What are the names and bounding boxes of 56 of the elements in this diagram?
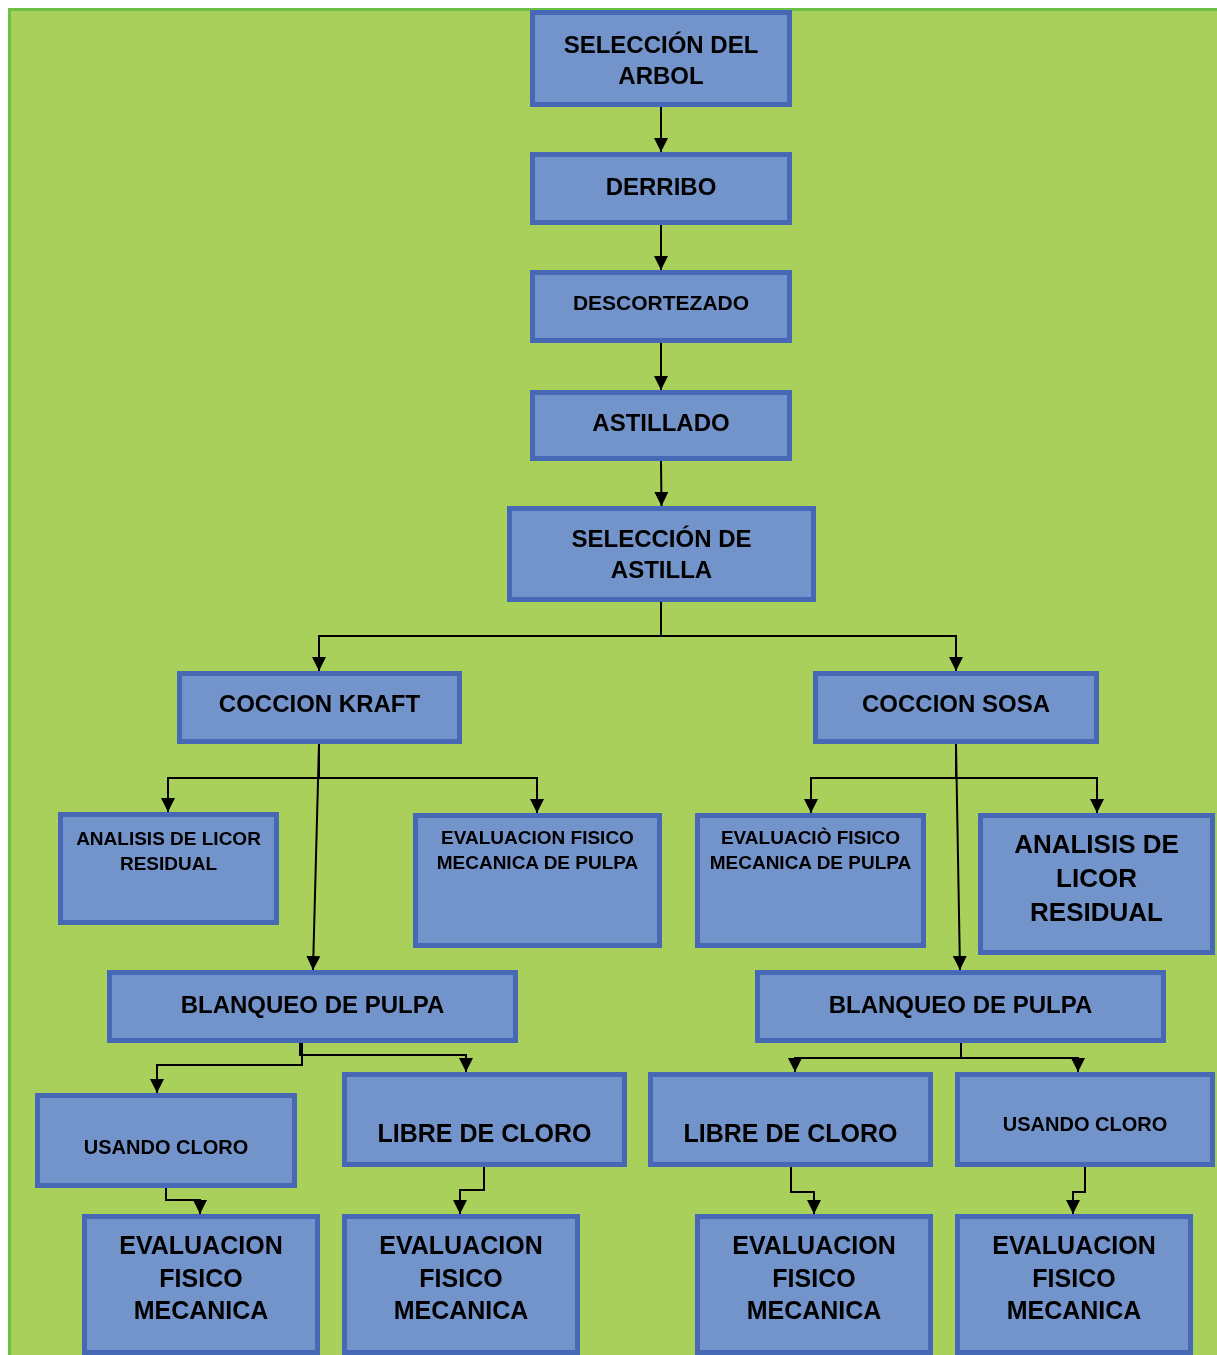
process-box [978,813,1215,955]
step-label: ANALISIS DE LICOR RESIDUAL [1013,828,1180,929]
process-box [695,813,926,948]
step-label: ASTILLADO [592,408,730,438]
process-box [955,1214,1193,1355]
process-box [507,506,816,602]
arrow [306,743,321,971]
step-label: DERRIBO [605,172,717,202]
step-label: BLANQUEO DE PULPA [180,990,445,1020]
process-box [530,10,792,107]
step-label: EVALUACIÒ FISICO MECANICA DE PULPA [708,826,913,875]
step-label: BLANQUEO DE PULPA [828,990,1093,1020]
step-label: ANALISIS DE LICOR RESIDUAL [75,827,262,876]
process-box [648,1072,933,1167]
arrow [453,1166,485,1215]
step-label: LIBRE DE CLORO [683,1118,898,1149]
process-box [342,1072,627,1167]
process-box [35,1093,297,1188]
process-box [755,970,1166,1043]
process-box [813,671,1099,744]
arrow [654,106,668,153]
step-label: EVALUACION FISICO MECANICA [118,1230,284,1326]
process-box [530,390,792,461]
step-label: COCCION SOSA [862,689,1050,719]
step-label: SELECCIÓN DEL ARBOL [562,30,760,92]
arrow [654,342,668,391]
process-box [413,813,662,948]
arrow [654,460,669,507]
step-label: EVALUACION FISICO MECANICA [378,1230,544,1326]
arrow [790,1166,821,1215]
process-box [955,1072,1215,1167]
step-label: DESCORTEZADO [572,290,750,316]
arrow [952,743,967,971]
process-box [177,671,462,744]
process-box [530,152,792,225]
step-label: USANDO CLORO [1002,1112,1168,1137]
step-label: SELECCIÓN DE ASTILLA [570,524,753,586]
process-box [342,1214,580,1355]
step-label: EVALUACION FISICO MECANICA [991,1230,1157,1326]
arrow [654,224,668,271]
arrow [165,1187,207,1215]
arrow [960,1042,1085,1073]
process-box [58,812,279,925]
step-label: EVALUACION FISICO MECANICA DE PULPA [435,826,640,875]
step-label: COCCION KRAFT [218,689,421,719]
arrow [1066,1166,1086,1215]
process-box [82,1214,320,1355]
process-box [107,970,518,1043]
process-box [530,270,792,343]
step-label: EVALUACION FISICO MECANICA [731,1230,897,1326]
step-label: LIBRE DE CLORO [377,1118,592,1149]
arrow [150,1042,303,1094]
process-box [695,1214,933,1355]
arrow [299,1042,473,1073]
step-label: USANDO CLORO [83,1135,249,1160]
arrow [660,601,963,672]
